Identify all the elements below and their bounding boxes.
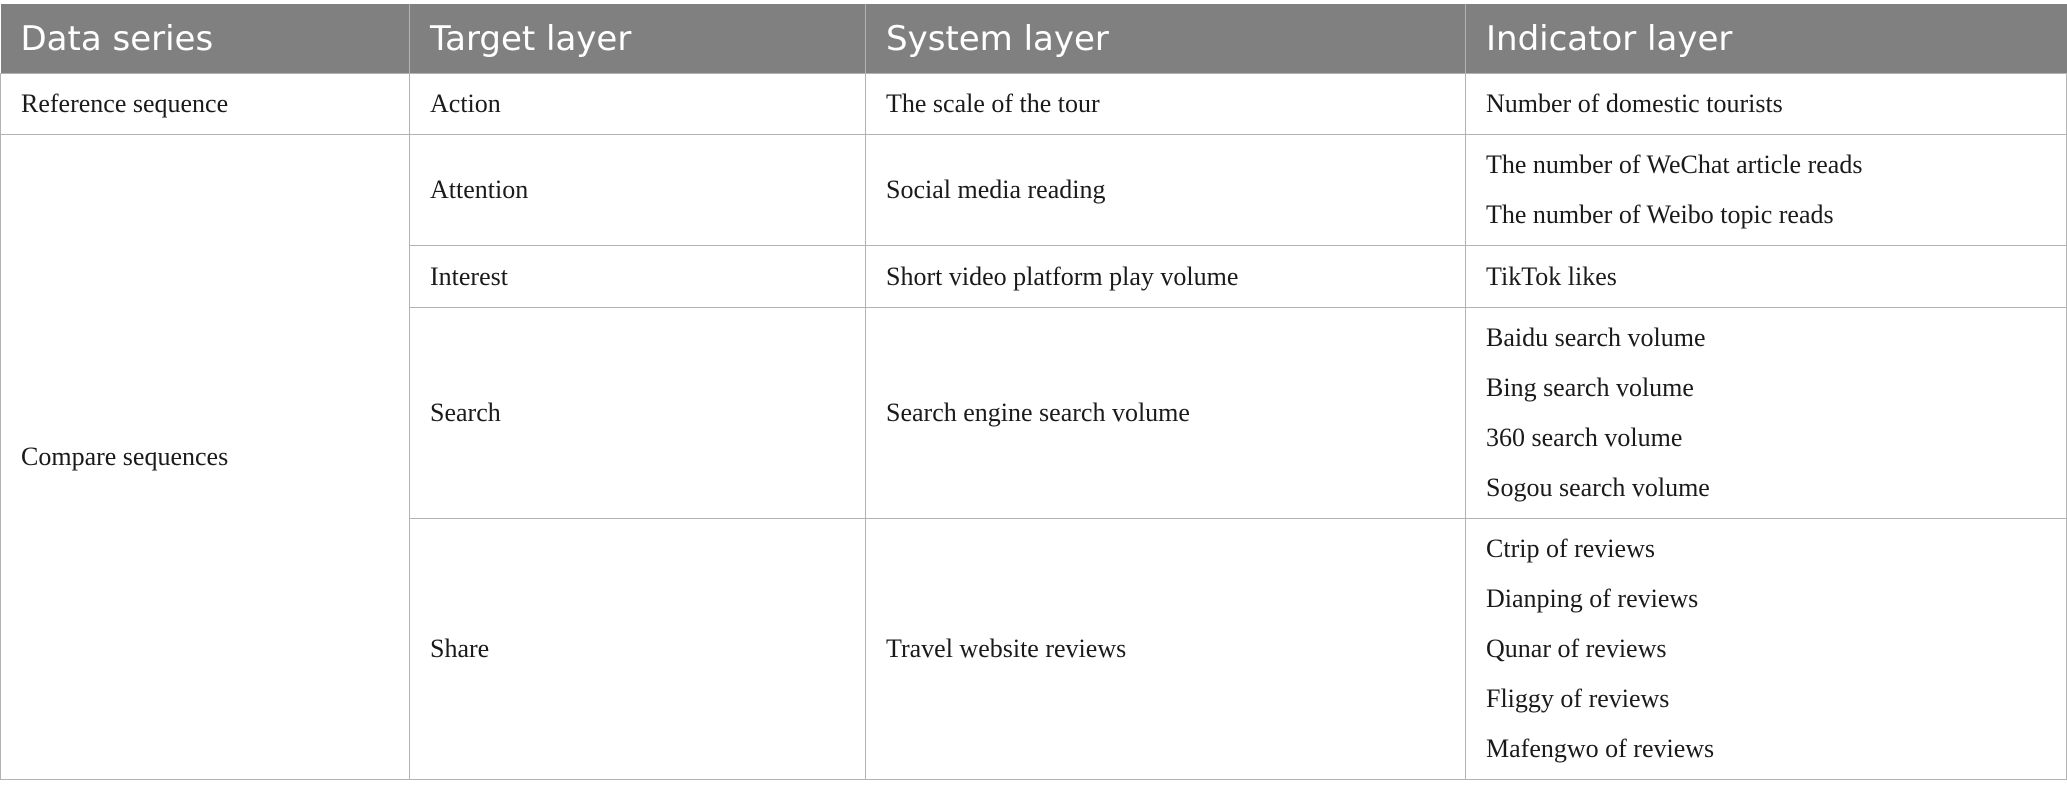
target-cell: Attention: [409, 134, 866, 246]
indicator-item: The number of Weibo topic reads: [1486, 200, 1834, 229]
system-cell: Social media reading: [865, 134, 1466, 246]
data-series-cell: Compare sequences: [0, 134, 410, 780]
header-target-layer: Target layer: [409, 4, 866, 74]
indicator-item: Ctrip of reviews: [1486, 534, 1655, 563]
indicator-item: Mafengwo of reviews: [1486, 734, 1715, 763]
data-series-cell: Reference sequence: [0, 73, 410, 135]
system-cell: Search engine search volume: [865, 307, 1466, 519]
indicator-item: Sogou search volume: [1486, 473, 1710, 502]
target-cell: Search: [409, 307, 866, 519]
table-header-row: Data series Target layer System layer In…: [0, 4, 2067, 74]
indicator-cell: TikTok likes: [1465, 245, 2067, 308]
indicator-item: 360 search volume: [1486, 423, 1683, 452]
indicator-cell: Number of domestic tourists: [1465, 73, 2067, 135]
table-row: Compare sequences Attention Social media…: [0, 134, 2067, 780]
system-cell: The scale of the tour: [865, 73, 1466, 135]
indicator-item: The number of WeChat article reads: [1486, 150, 1863, 179]
indicator-cell: Baidu search volume Bing search volume 3…: [1465, 307, 2067, 519]
header-system-layer: System layer: [865, 4, 1466, 74]
system-cell: Short video platform play volume: [865, 245, 1466, 308]
header-indicator-layer: Indicator layer: [1465, 4, 2067, 74]
system-cell: Travel website reviews: [865, 518, 1466, 780]
indicator-item: Qunar of reviews: [1486, 634, 1667, 663]
table-row: Reference sequence Action The scale of t…: [0, 73, 2067, 135]
indicator-item: Fliggy of reviews: [1486, 684, 1670, 713]
indicator-item: TikTok likes: [1486, 261, 1617, 291]
header-data-series: Data series: [0, 4, 410, 74]
table-row: Interest Short video platform play volum…: [1, 245, 2067, 308]
target-cell: Action: [409, 73, 866, 135]
target-cell: Share: [409, 518, 866, 780]
indicator-system-table: Data series Target layer System layer In…: [0, 4, 2067, 780]
indicator-cell: Ctrip of reviews Dianping of reviews Qun…: [1465, 518, 2067, 780]
target-cell: Interest: [409, 245, 866, 308]
indicator-cell: The number of WeChat article reads The n…: [1465, 134, 2067, 246]
indicator-item: Number of domestic tourists: [1486, 89, 1783, 118]
table-row: Share Travel website reviews Ctrip of re…: [1, 518, 2067, 780]
indicator-item: Dianping of reviews: [1486, 584, 1699, 613]
indicator-item: Baidu search volume: [1486, 323, 1706, 352]
indicator-item: Bing search volume: [1486, 373, 1694, 402]
